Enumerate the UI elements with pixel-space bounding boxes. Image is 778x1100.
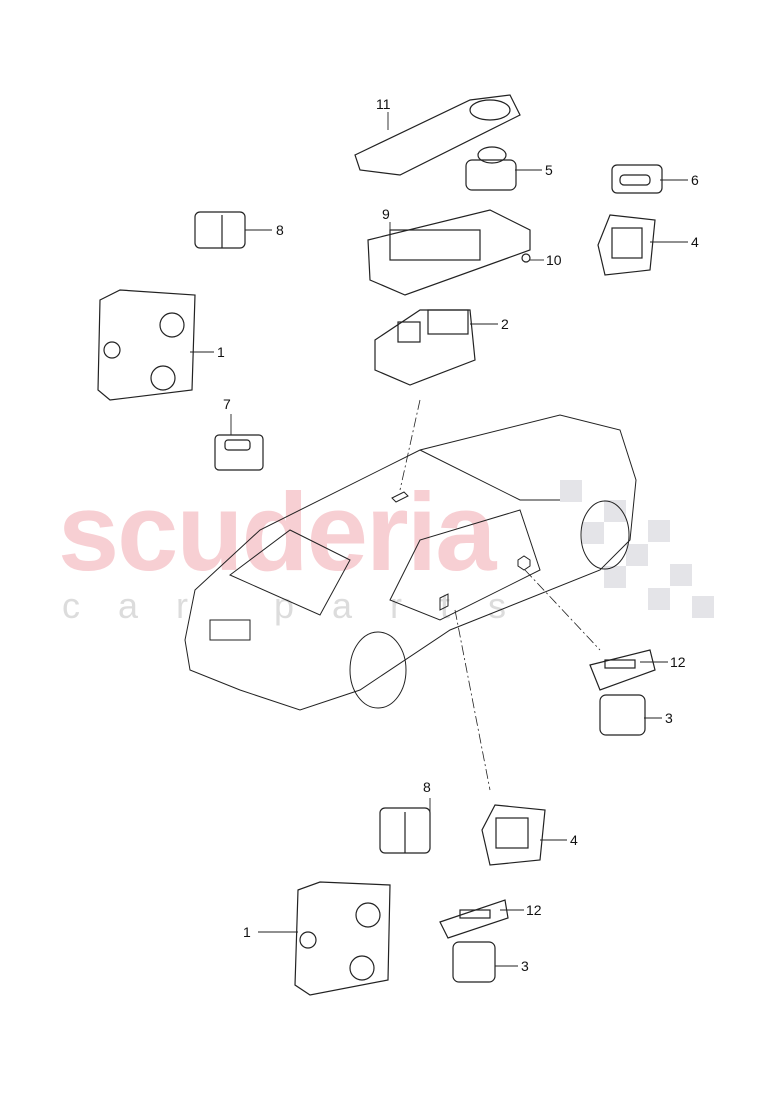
part-6-switch bbox=[611, 164, 663, 194]
part-8-switch-top bbox=[194, 211, 246, 249]
callout-8-bottom: 8 bbox=[423, 779, 431, 795]
callout-3-bottom: 3 bbox=[521, 958, 529, 974]
car-outline bbox=[184, 414, 637, 711]
callout-7: 7 bbox=[223, 396, 231, 412]
callout-12-bottom: 12 bbox=[526, 902, 542, 918]
callout-5: 5 bbox=[545, 162, 553, 178]
part-1-control-unit-bottom bbox=[294, 881, 391, 996]
part-9-switch-housing bbox=[367, 209, 531, 296]
callout-2: 2 bbox=[501, 316, 509, 332]
part-12-bezel-right bbox=[589, 649, 656, 691]
callout-3: 3 bbox=[665, 710, 673, 726]
part-3-switch-right bbox=[599, 694, 646, 736]
callout-9: 9 bbox=[382, 206, 390, 222]
part-7-switch bbox=[214, 434, 264, 471]
part-8-switch-bottom bbox=[379, 807, 431, 854]
part-4-switch-bottom bbox=[481, 804, 546, 866]
part-1-control-unit-top bbox=[97, 289, 196, 401]
callout-10: 10 bbox=[546, 252, 562, 268]
callout-8: 8 bbox=[276, 222, 284, 238]
part-5-mirror-switch bbox=[465, 146, 517, 191]
watermark-tagline: car parts bbox=[62, 585, 545, 626]
watermark-brand: scuderia bbox=[58, 471, 496, 594]
part-12-bezel-bottom bbox=[439, 899, 509, 939]
part-2-window-switch bbox=[374, 309, 476, 386]
checker-flag-watermark bbox=[560, 480, 714, 618]
part-3-switch-bottom bbox=[452, 941, 496, 983]
callout-4: 4 bbox=[691, 234, 699, 250]
part-11-trim-panel bbox=[354, 94, 521, 176]
callout-1-bottom: 1 bbox=[243, 924, 251, 940]
part-10-screw bbox=[521, 253, 531, 263]
callout-6: 6 bbox=[691, 172, 699, 188]
part-4-switch-top bbox=[597, 214, 656, 276]
callout-4-bottom: 4 bbox=[570, 832, 578, 848]
callout-12: 12 bbox=[670, 654, 686, 670]
callout-1: 1 bbox=[217, 344, 225, 360]
callout-11: 11 bbox=[376, 96, 391, 112]
